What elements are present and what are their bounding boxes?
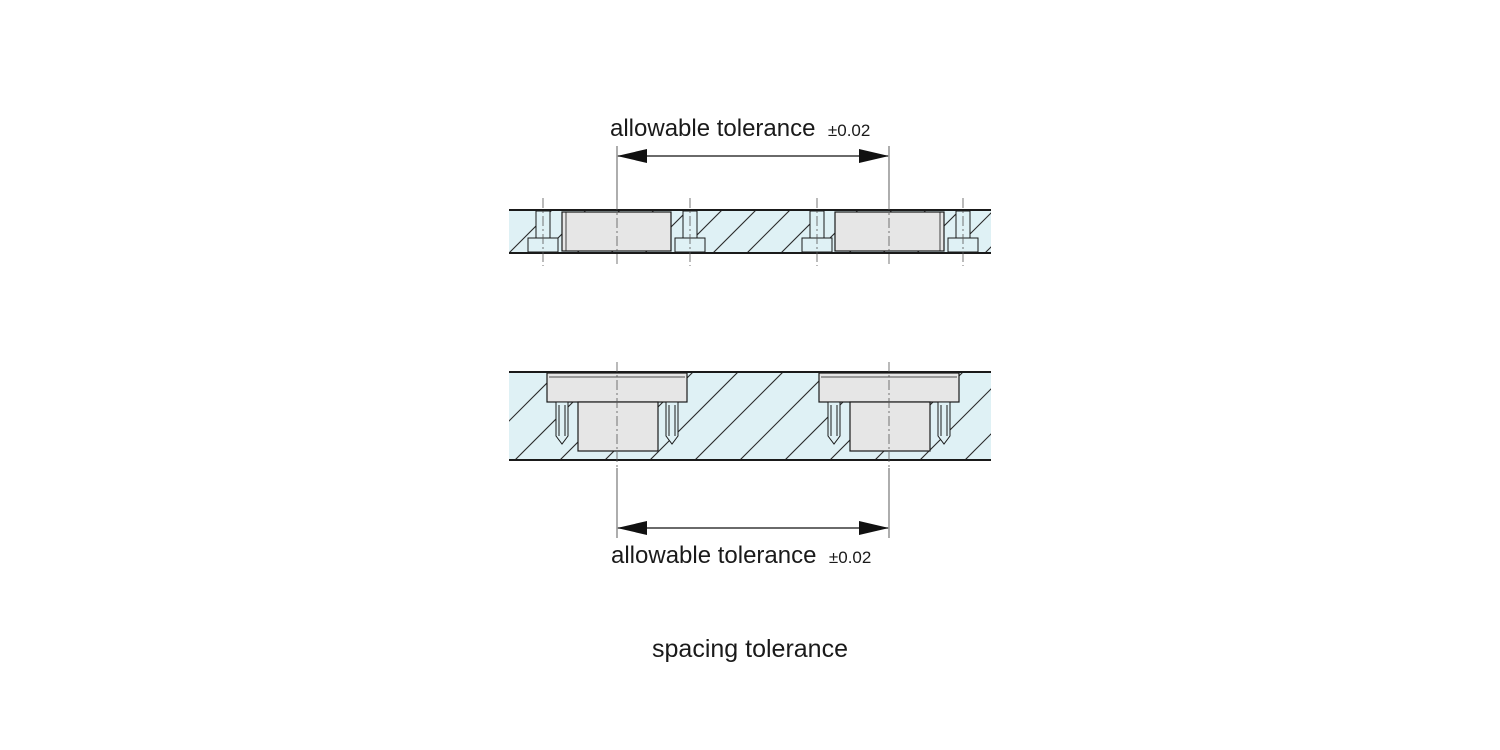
bottom-dimension-label: allowable tolerance ±0.02: [611, 542, 871, 569]
bottom-dimension: allowable tolerance ±0.02: [611, 468, 890, 569]
bottom-screw-left-2: [665, 401, 679, 445]
bottom-plate-section: [509, 371, 991, 461]
bottom-dimension-tolerance: ±0.02: [829, 548, 871, 567]
bottom-screw-left-1: [555, 401, 569, 445]
top-dimension-label-text: allowable tolerance: [610, 115, 815, 142]
bottom-clamp-left-body: [577, 401, 659, 452]
bottom-clamp-right-body: [849, 401, 931, 452]
bottom-clamp-element-right: [818, 372, 960, 452]
top-dimension: allowable tolerance ±0.02: [610, 115, 890, 200]
top-centerlines: [542, 198, 964, 266]
top-plate-section: [509, 209, 991, 254]
top-dimension-tolerance: ±0.02: [828, 121, 870, 140]
top-dimension-label: allowable tolerance ±0.02: [610, 115, 870, 142]
diagram-caption: spacing tolerance: [652, 635, 848, 663]
top-clamp-element-right: [834, 211, 945, 252]
bottom-dimension-label-text: allowable tolerance: [611, 542, 816, 569]
bottom-clamp-element-left: [546, 372, 688, 452]
top-clamp-element-left: [561, 211, 672, 252]
bottom-screw-right-2: [937, 401, 951, 445]
bottom-screw-right-1: [827, 401, 841, 445]
